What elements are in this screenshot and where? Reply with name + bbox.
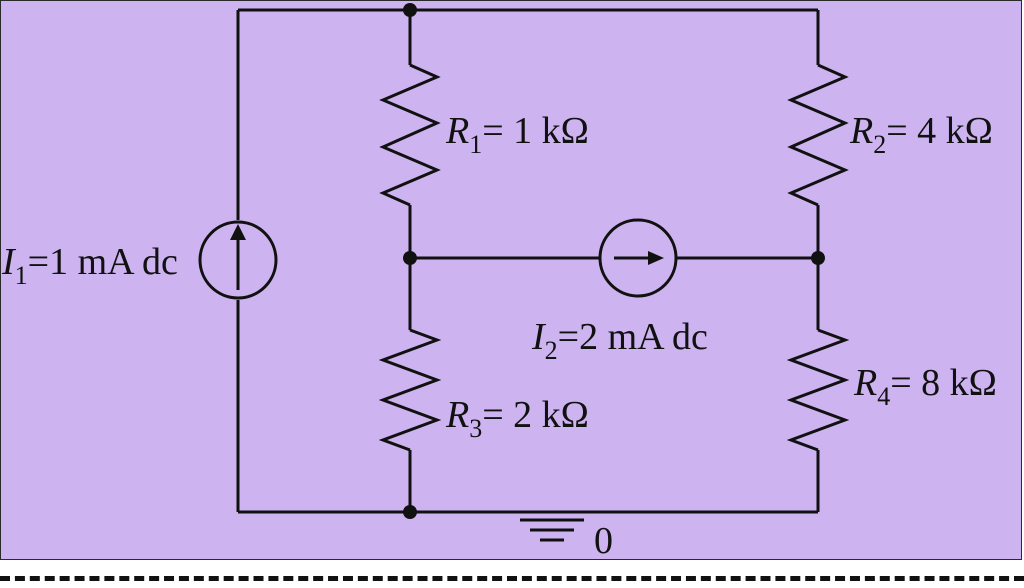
label-ground: 0 xyxy=(594,520,613,562)
node-top xyxy=(403,3,417,17)
ground-icon xyxy=(520,518,584,542)
resistor-r4 xyxy=(786,328,850,452)
figure-panel xyxy=(0,0,1022,560)
arrow-right-head xyxy=(648,251,664,265)
source-i1-circle xyxy=(198,220,278,300)
node-bottom xyxy=(403,505,417,519)
label-i2: I2=2 mA dc xyxy=(532,316,708,365)
label-i1: I1=1 mA dc xyxy=(2,241,178,290)
circuit-diagram xyxy=(198,3,850,542)
resistor-r2 xyxy=(787,63,849,207)
resistor-r1 xyxy=(379,63,441,207)
arrow-up-head xyxy=(230,224,246,240)
node-middle-right xyxy=(811,251,825,265)
nodes xyxy=(403,3,825,519)
wires xyxy=(236,8,820,514)
label-r3: R3= 2 kΩ xyxy=(446,394,589,443)
resistor-r3 xyxy=(378,328,442,452)
label-r1: R1= 1 kΩ xyxy=(446,110,589,159)
label-r2: R2= 4 kΩ xyxy=(850,110,993,159)
dashed-separator xyxy=(0,576,1024,581)
label-r4: R4= 8 kΩ xyxy=(854,362,997,411)
node-middle-left xyxy=(403,251,417,265)
current-source-i2 xyxy=(598,218,678,298)
current-source-i1 xyxy=(198,220,278,300)
source-i2-circle xyxy=(598,218,678,298)
